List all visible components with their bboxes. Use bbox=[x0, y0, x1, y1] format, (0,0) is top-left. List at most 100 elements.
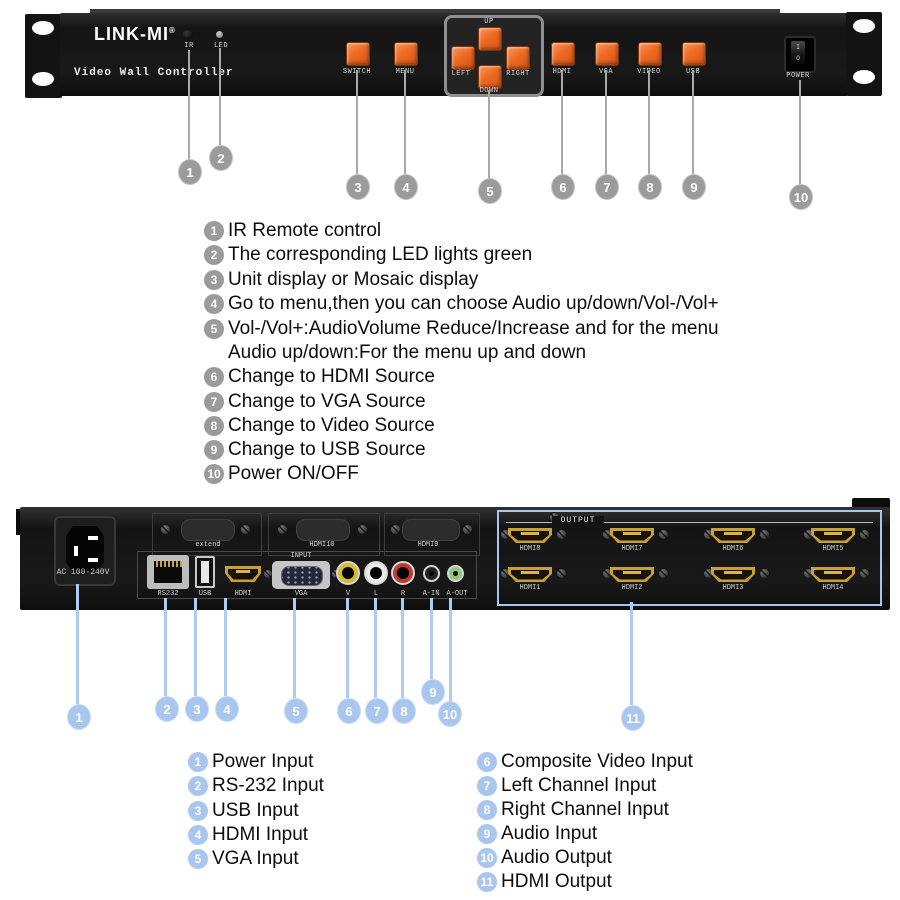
hdmi4-port-icon bbox=[811, 567, 855, 582]
ir-label: IR bbox=[184, 42, 194, 50]
hdmi7-port-icon bbox=[610, 528, 654, 543]
item-number: 3 bbox=[188, 801, 208, 821]
hdmi-contact-icon bbox=[235, 570, 251, 573]
item-text: Power ON/OFF bbox=[228, 463, 359, 484]
callout-line bbox=[194, 598, 197, 696]
item-text: Go to menu,then you can choose Audio up/… bbox=[228, 293, 719, 314]
ac-inlet-icon bbox=[66, 526, 104, 572]
item-number: 11 bbox=[477, 872, 497, 892]
item-text: Change to USB Source bbox=[228, 439, 426, 460]
brand-text: LINK-MI bbox=[94, 24, 169, 44]
callout-line bbox=[346, 598, 349, 698]
front-callout-1: 1 bbox=[178, 159, 202, 185]
audio-out-jack-icon bbox=[447, 565, 464, 582]
rear-callout-10: 10 bbox=[438, 701, 462, 727]
screw-icon bbox=[357, 524, 368, 535]
ac-voltage-label: AC 100-240V bbox=[56, 568, 110, 577]
rear-callout-7: 7 bbox=[365, 698, 389, 724]
item-text: IR Remote control bbox=[228, 220, 382, 241]
hdmi-opening-icon bbox=[814, 569, 852, 580]
item-text: Change to VGA Source bbox=[228, 391, 426, 412]
item-text: Audio Input bbox=[501, 823, 598, 844]
front-callout-10: 10 bbox=[789, 184, 813, 210]
ac-pin-icon bbox=[88, 536, 98, 540]
item-number: 1 bbox=[188, 752, 208, 772]
menu-button bbox=[394, 42, 418, 66]
ac-pin-icon bbox=[88, 558, 98, 562]
led-indicator-icon bbox=[216, 31, 223, 38]
hdmi-contact-icon bbox=[521, 571, 539, 574]
left-audio-rca-icon bbox=[364, 561, 388, 585]
item-text: Change to Video Source bbox=[228, 415, 435, 436]
hdmi-contact-icon bbox=[521, 532, 539, 535]
callout-line bbox=[561, 70, 563, 174]
screw-icon bbox=[759, 568, 770, 579]
hdmi8-port-icon bbox=[508, 528, 552, 543]
vga-port-icon bbox=[272, 561, 330, 589]
rear-callout-5: 5 bbox=[284, 698, 308, 724]
callout-line bbox=[224, 598, 227, 696]
up-button bbox=[478, 27, 502, 51]
right-rca-label: R bbox=[400, 590, 406, 598]
front-panel-top-edge bbox=[90, 9, 780, 15]
item-text: Right Channel Input bbox=[501, 799, 669, 820]
input-section-outline bbox=[137, 551, 477, 599]
front-callout-7: 7 bbox=[595, 174, 619, 200]
video-rca-label: V bbox=[345, 590, 351, 598]
usb-port-icon bbox=[195, 556, 215, 588]
hdmi6-label: HDMI6 bbox=[722, 545, 744, 553]
hdmi2-label: HDMI2 bbox=[621, 584, 643, 592]
callout-line bbox=[799, 80, 801, 184]
front-callout-9: 9 bbox=[682, 174, 706, 200]
callout-line bbox=[404, 70, 406, 174]
item-number: 4 bbox=[204, 294, 224, 314]
down-button bbox=[478, 65, 502, 89]
hdmi5-port-icon bbox=[811, 528, 855, 543]
rs232-port-icon bbox=[147, 555, 189, 589]
item-text: Audio up/down:For the menu up and down bbox=[228, 342, 587, 363]
hdmi5-label: HDMI5 bbox=[822, 545, 844, 553]
item-number: 5 bbox=[204, 319, 224, 339]
callout-line bbox=[293, 598, 296, 698]
hdmi-opening-icon bbox=[714, 530, 752, 541]
jack-hole-icon bbox=[429, 571, 434, 576]
item-number: 8 bbox=[477, 800, 497, 820]
item-text: Composite Video Input bbox=[501, 751, 693, 772]
callout-line bbox=[374, 598, 377, 698]
list-item-continuation: Audio up/down:For the menu up and down bbox=[228, 342, 586, 364]
rj45-opening-icon bbox=[154, 561, 182, 583]
vga-button bbox=[595, 42, 619, 66]
item-number: 6 bbox=[477, 752, 497, 772]
hdmi4-label: HDMI4 bbox=[822, 584, 844, 592]
ac-pin-icon bbox=[74, 546, 78, 556]
switch-button bbox=[346, 42, 370, 66]
up-button-label: UP bbox=[484, 18, 494, 26]
item-text: Left Channel Input bbox=[501, 775, 657, 796]
screw-icon bbox=[759, 529, 770, 540]
mount-hole-icon bbox=[853, 70, 875, 84]
rear-callout-3: 3 bbox=[185, 696, 209, 722]
left-rca-label: L bbox=[373, 590, 379, 598]
hdmi1-port-icon bbox=[508, 567, 552, 582]
vga-dsub-icon bbox=[281, 566, 323, 586]
front-callout-4: 4 bbox=[394, 174, 418, 200]
rear-callout-4: 4 bbox=[215, 696, 239, 722]
screw-icon bbox=[859, 568, 870, 579]
rca-hole-icon bbox=[370, 567, 382, 579]
item-text: Unit display or Mosaic display bbox=[228, 269, 479, 290]
hdmi-contact-icon bbox=[623, 532, 641, 535]
right-audio-rca-icon bbox=[391, 561, 415, 585]
front-rack-ear-left bbox=[25, 14, 62, 98]
right-button bbox=[506, 46, 530, 70]
screw-icon bbox=[556, 529, 567, 540]
